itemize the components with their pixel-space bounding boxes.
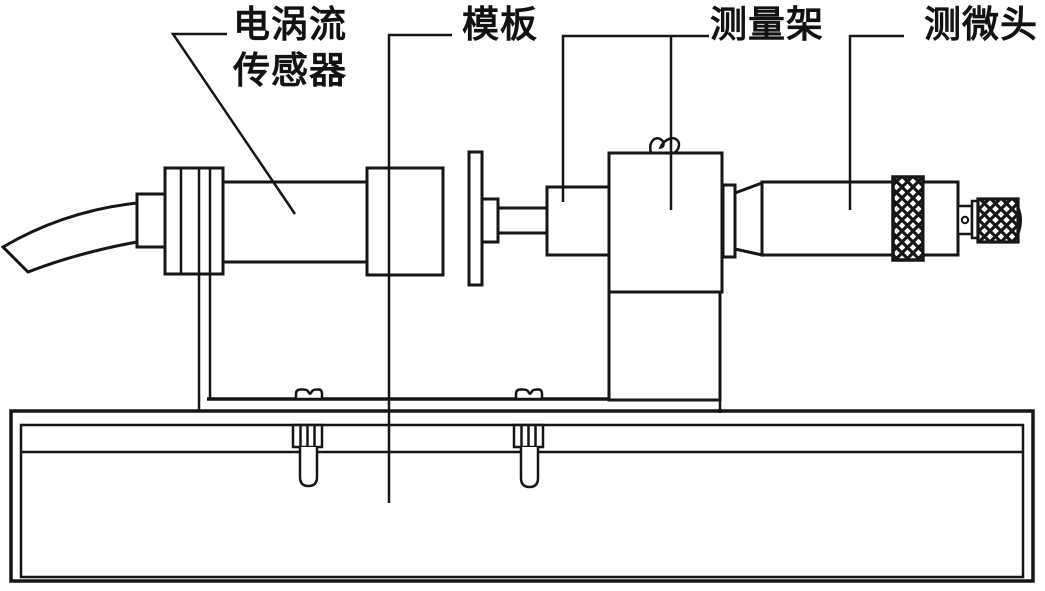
sensor-housing-block	[163, 166, 225, 276]
knurled-lock-ring	[891, 175, 925, 262]
knurled-thimble-knob	[976, 197, 1020, 244]
label-template-plate: 模板	[462, 5, 538, 46]
bolt-thread-lines-left	[299, 425, 316, 447]
clamp-bolt-right	[512, 388, 545, 489]
leader-line-frame	[561, 34, 709, 210]
micrometer-sleeve-block	[921, 180, 960, 257]
clamp-block	[545, 185, 611, 257]
bolt-thread-lines-right	[520, 425, 537, 447]
sensor-end-block	[365, 166, 445, 277]
adapter-hole	[960, 215, 970, 225]
measurement-frame-head	[607, 151, 724, 294]
frame-clamp-squiggle	[649, 136, 681, 155]
leader-line-micrometer	[848, 34, 904, 210]
cable-connector-block	[135, 192, 167, 249]
bolt-shaft-right	[519, 447, 540, 489]
label-micrometer-head: 测微头	[924, 5, 1038, 46]
measurement-frame-column	[607, 290, 722, 402]
clamp-bolt-left	[291, 388, 324, 488]
thimble-end-cap	[1016, 206, 1022, 235]
connecting-rod	[498, 206, 547, 235]
sensor-cable	[0, 201, 139, 274]
bolt-shaft-left	[298, 447, 319, 488]
sensor-cylinder-body	[223, 180, 367, 264]
label-eddy-current-sensor: 电涡流 传感器	[233, 3, 347, 95]
leader-line-template	[387, 33, 452, 503]
micrometer-barrel	[760, 180, 895, 257]
label-eddy-current-sensor-line1: 电涡流	[233, 5, 347, 46]
target-plate-disc	[467, 150, 484, 287]
support-post	[197, 168, 212, 411]
label-measurement-frame: 测量架	[710, 5, 824, 46]
leader-line-sensor	[170, 32, 297, 215]
micrometer-taper	[733, 180, 764, 257]
label-eddy-current-sensor-line2: 传感器	[233, 51, 347, 92]
spindle-adapter	[956, 204, 974, 236]
disc-hub	[480, 197, 500, 244]
micrometer-flange	[721, 183, 737, 259]
bolt-head-right	[514, 388, 544, 401]
bolt-head-left	[294, 388, 324, 401]
